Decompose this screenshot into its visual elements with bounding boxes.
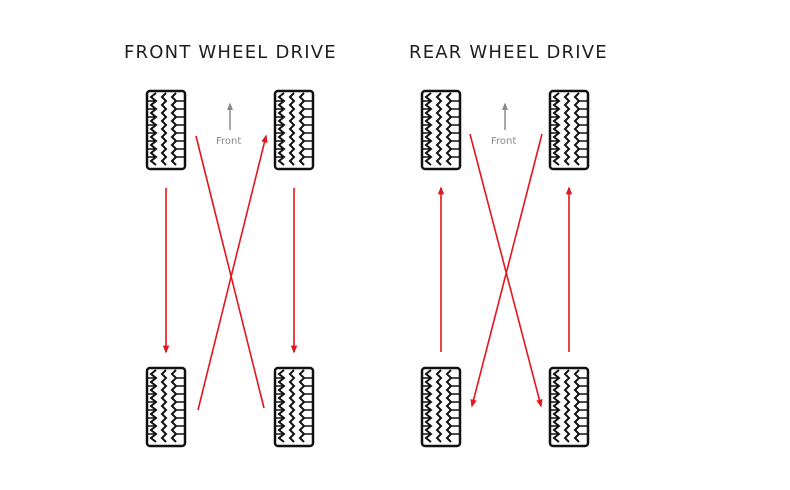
tire-icon-fwd-front-left: [145, 89, 187, 171]
front-direction-label-rwd: Front: [491, 136, 517, 147]
tire-icon-rwd-front-right: [548, 89, 590, 171]
rwd-diagram: [420, 89, 590, 448]
fwd-diagram: [145, 89, 315, 448]
front-direction-label-fwd: Front: [216, 136, 242, 147]
front-wheel-drive-title: FRONT WHEEL DRIVE: [124, 42, 337, 63]
tire-icon-fwd-rear-right: [273, 366, 315, 448]
arrow-rr-to-fl: [195, 135, 265, 409]
tire-icon-rwd-rear-right: [548, 366, 590, 448]
tire-icon-rwd-front-left: [420, 89, 462, 171]
arrow-rl-to-fr: [197, 134, 268, 411]
arrow-fl-to-rr: [469, 133, 543, 408]
tire-icon-rwd-rear-left: [420, 366, 462, 448]
tire-icon-fwd-front-right: [273, 89, 315, 171]
rear-wheel-drive-title: REAR WHEEL DRIVE: [409, 42, 608, 63]
arrow-fr-to-rl: [470, 133, 543, 408]
tire-icon-fwd-rear-left: [145, 366, 187, 448]
